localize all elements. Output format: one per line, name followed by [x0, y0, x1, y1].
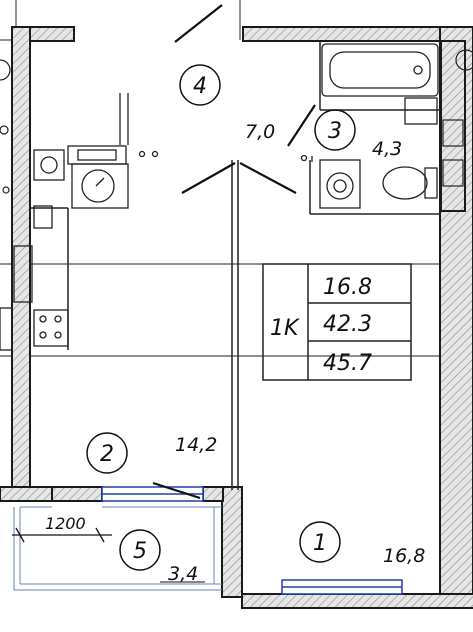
room-5-number: 5 [133, 539, 147, 564]
left-fixtures [0, 59, 11, 194]
bathroom-fixtures [300, 43, 439, 209]
room-4-area: 7,0 [245, 121, 275, 143]
room-2-number: 2 [100, 442, 114, 467]
room-2-area: 14,2 [175, 434, 217, 456]
room-5-area: 3,4 [168, 563, 198, 585]
room-1-area: 16,8 [383, 545, 425, 567]
room-3-number: 3 [328, 119, 342, 144]
windows [101, 486, 403, 595]
table-total-with-balcony: 45.7 [323, 351, 372, 376]
balcony-outline [13, 506, 222, 591]
partitions [30, 42, 440, 490]
doors [152, 4, 316, 500]
table-living-area: 16.8 [323, 275, 372, 300]
dimension-label: 1200 [45, 514, 86, 533]
table-type: 1K [270, 316, 300, 341]
room-markers [86, 64, 356, 571]
area-table [262, 263, 412, 381]
right-fixtures [442, 49, 473, 187]
room-3-area: 4,3 [372, 138, 402, 160]
dimension-line [12, 527, 112, 543]
room-1-number: 1 [313, 531, 327, 556]
walls [0, 26, 473, 609]
kitchen-fixtures [0, 93, 159, 351]
table-total-area: 42.3 [323, 312, 372, 337]
room-4-number: 4 [193, 74, 207, 99]
